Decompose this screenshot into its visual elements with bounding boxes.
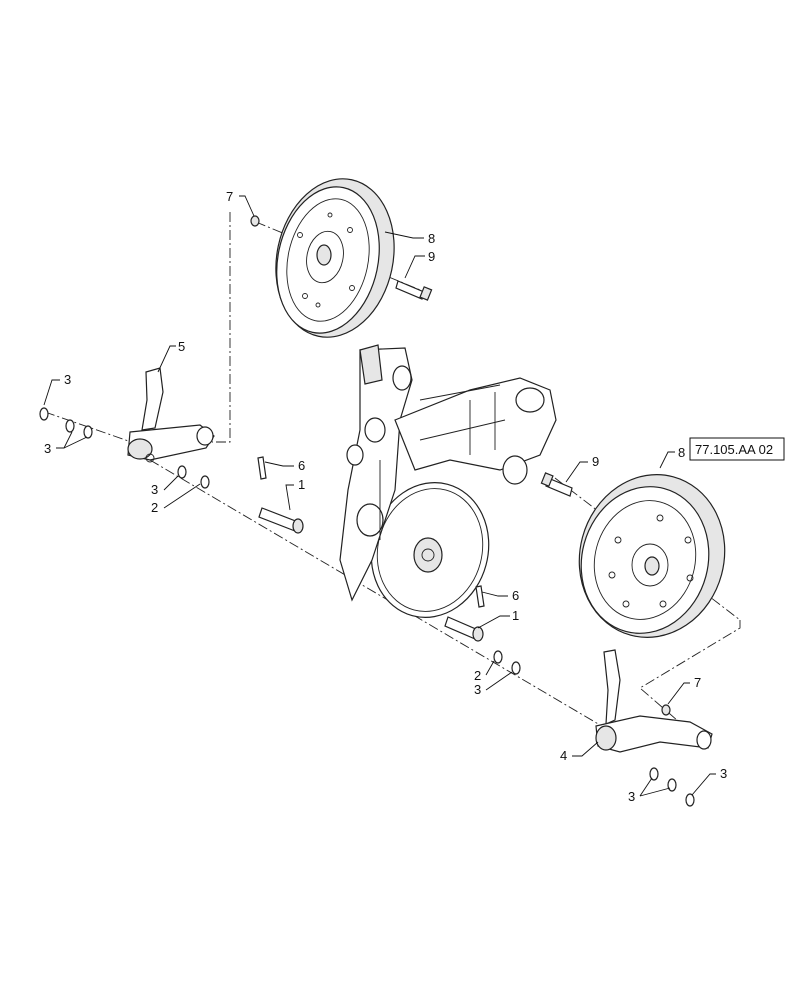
washer-left-2 [83,425,93,439]
cotter-pin-right [475,585,485,608]
washer-right-2 [511,661,521,675]
wheel-bolt-right [540,472,573,497]
callout-8-right: 8 [678,445,685,460]
washer-right-4 [667,778,677,792]
callout-4: 4 [560,748,567,763]
reference-box: 77.105.AA 02 [689,437,785,461]
callout-9-right: 9 [592,454,599,469]
pivot-pin-left [258,507,304,534]
callout-7-top: 7 [226,189,233,204]
callout-1-right: 1 [512,608,519,623]
cotter-pin-left [257,456,267,480]
pivot-pin-right [444,616,484,642]
gauge-wheel-right [578,474,726,638]
callout-3-left-lower: 3 [151,482,158,497]
gauge-wheel-arm-left [127,367,215,463]
callout-1-left: 1 [298,477,305,492]
washer-left-4 [200,475,210,489]
ring-right-lower [685,793,695,807]
callout-2-left: 2 [151,500,158,515]
reference-code: 77.105.AA 02 [695,442,773,457]
callout-6-right: 6 [512,588,519,603]
snap-clip-top [250,215,260,227]
callout-8-top: 8 [428,231,435,246]
washer-right-1 [493,650,503,664]
callout-6-left: 6 [298,458,305,473]
gauge-wheel-top [275,178,395,338]
callout-9-top: 9 [428,249,435,264]
leader-lines [43,195,716,797]
ring-left-upper [39,407,49,421]
washer-right-3 [649,767,659,781]
row-unit-frame [339,344,557,618]
callout-3-right-lower: 3 [628,789,635,804]
callout-3-right-mid: 3 [474,682,481,697]
callout-3-left-upper: 3 [64,372,71,387]
washer-left-3 [177,465,187,479]
callout-labels: 7 8 9 5 3 3 3 2 6 1 9 8 6 1 2 3 7 4 3 3 [44,189,727,804]
wheel-bolt-top [395,280,433,301]
snap-clip-right [661,704,671,716]
callout-7-right: 7 [694,675,701,690]
callout-3-right-far: 3 [720,766,727,781]
callout-5: 5 [178,339,185,354]
gauge-wheel-arm-right [595,649,713,753]
washer-left-1 [65,419,75,433]
callout-2-right: 2 [474,668,481,683]
callout-3-left-mid: 3 [44,441,51,456]
